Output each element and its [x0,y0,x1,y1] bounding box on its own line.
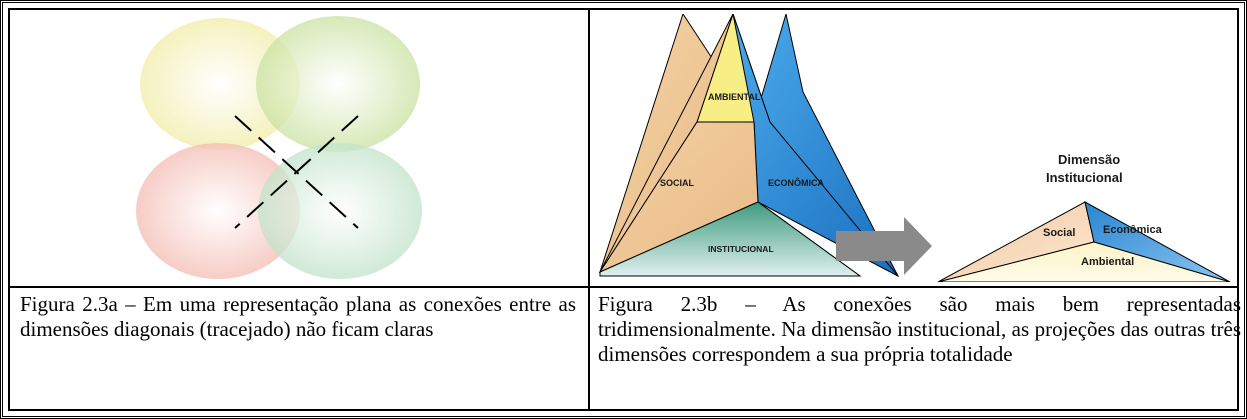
figure-b-caption: Figura 2.3b – As conexões são mais bem r… [598,292,1241,366]
flat-title-line1: Dimensão [1058,152,1120,167]
flat-label-social: Social [1043,227,1075,239]
column-divider [588,10,590,409]
figure-a-caption: Figura 2.3a – Em uma representação plana… [20,292,576,341]
pyramid-top-right-edge [732,14,899,277]
figure-table: Figura 2.3a – Em uma representação plana… [8,8,1241,411]
circle-bottom-left [136,143,300,279]
label-ambiental: AMBIENTAL [708,92,761,102]
caption-separator [10,286,1237,288]
flat-face-ambiental [937,241,1231,282]
flat-label-ambiental: Ambiental [1081,256,1134,268]
flat-label-economica: Econômica [1103,224,1163,236]
venn-diagram [136,16,422,279]
label-social: SOCIAL [660,178,695,188]
pyramid-diagram: AMBIENTAL SOCIAL ECONÔMICA INSTITUCIONAL… [598,14,1231,282]
flat-title-line2: Institucional [1046,170,1123,185]
circle-top-right [256,16,420,152]
pyramid-institucional-lower [599,201,862,277]
arrow-icon [836,217,932,275]
label-institucional: INSTITUCIONAL [708,244,774,254]
circle-top-left [140,18,300,150]
diagonal-dashed-line-2 [234,115,359,229]
label-economica: ECONÔMICA [768,177,825,188]
